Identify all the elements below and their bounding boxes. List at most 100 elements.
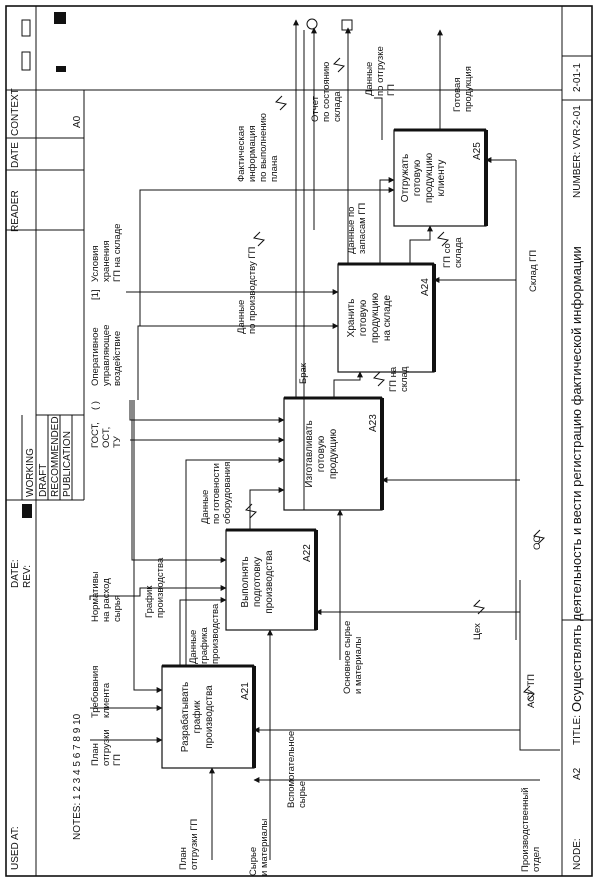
svg-text:ГОСТ,ОСТ,ТУ: ГОСТ,ОСТ,ТУ bbox=[90, 422, 123, 448]
arrow-label-text: Вспомогательное bbox=[286, 731, 297, 808]
activity-box-a22[interactable]: Выполнятьподготовкупроизводства A22 bbox=[225, 528, 318, 631]
arrow-label-text: Требования bbox=[90, 666, 101, 718]
arrow-label-text: Оперативное bbox=[90, 327, 101, 386]
arrow-label-text: План bbox=[178, 847, 189, 870]
notes-label: NOTES: 1 2 3 4 5 6 7 8 9 10 bbox=[72, 713, 83, 840]
arrow-label-text: по отгрузке bbox=[375, 46, 386, 96]
arrow-label-text: клиента bbox=[101, 682, 112, 718]
svg-text:ПланотгрузкиГП: ПланотгрузкиГП bbox=[90, 729, 123, 766]
arrow-label-text: Сырье bbox=[248, 847, 259, 876]
context-node: A0 bbox=[72, 115, 83, 128]
arrow-label-text: сырья bbox=[112, 595, 123, 622]
svg-text:Оперативноеуправляющеевоздейст: Оперативноеуправляющеевоздействие bbox=[90, 325, 123, 386]
squiggle-ready bbox=[244, 503, 258, 519]
arrow-label-text: управляющее bbox=[101, 325, 112, 386]
activity-box-a23[interactable]: Изготавливатьготовуюпродукцию A23 bbox=[283, 396, 384, 511]
arrows bbox=[89, 19, 560, 860]
activity-box-a25[interactable]: Отгружатьготовуюпродукциюклиенту A25 bbox=[393, 128, 488, 227]
activity-box-a21[interactable]: Разрабатыватьграфикпроизводства A21 bbox=[161, 664, 256, 769]
svg-text:Данныепо отгрузкеГП: Данныепо отгрузкеГП bbox=[364, 46, 397, 96]
a23-line-2: готовую bbox=[316, 435, 327, 472]
arrow-label-text: ТУ bbox=[112, 435, 123, 448]
arrow-label-text: склада bbox=[453, 237, 464, 268]
squiggle-gp-from bbox=[436, 231, 450, 247]
squiggle-gp-sklad bbox=[372, 371, 386, 387]
a25-line-2: готовую bbox=[412, 159, 423, 196]
squiggle-fact bbox=[274, 95, 288, 111]
date2-label: DATE bbox=[10, 142, 21, 168]
a23-line-3: продукцию bbox=[328, 428, 339, 479]
node-label: NODE: bbox=[572, 838, 583, 870]
a24-line-3: продукцию bbox=[370, 292, 381, 343]
arrow-label-text: План bbox=[90, 743, 101, 766]
arrow-label-text: производства bbox=[210, 603, 221, 664]
arrow-label-text: [1] bbox=[90, 289, 101, 300]
arrow-label-text: по производству ГП bbox=[247, 247, 258, 334]
svg-text:УсловияхраненияГП на складе: УсловияхраненияГП на складе bbox=[90, 224, 123, 282]
svg-text:Отгружатьготовуюпродукциюклиен: Отгружатьготовуюпродукциюклиенту bbox=[400, 152, 447, 203]
svg-text:Данныепо производству ГП: Данныепо производству ГП bbox=[236, 247, 258, 334]
rev-label: REV: bbox=[22, 565, 33, 588]
squiggle-report bbox=[332, 57, 346, 73]
title-label: TITLE: bbox=[572, 715, 583, 745]
arrow-label-text: ОСТ, bbox=[101, 427, 112, 448]
arrow-label-text: запасам ГП bbox=[357, 203, 368, 254]
arrow-label-text: Отчет bbox=[310, 95, 321, 122]
context-label: CONTEXT bbox=[10, 88, 21, 136]
arrow-label-text: плана bbox=[269, 155, 280, 182]
arrow-labels: ПланотгрузкиГП Требованияклиента Нормати… bbox=[90, 46, 543, 876]
arrow-label-text: информация bbox=[247, 125, 258, 182]
arrow-label-text: ОС bbox=[532, 536, 543, 550]
svg-text:Планотгрузки ГП: Планотгрузки ГП bbox=[178, 819, 200, 870]
a21-id: A21 bbox=[240, 682, 251, 700]
arrow-label-text: отгрузки ГП bbox=[189, 819, 200, 870]
svg-text:Сырьеи материалы: Сырьеи материалы bbox=[248, 819, 270, 876]
frame bbox=[5, 5, 593, 877]
arrow-label-text: производства bbox=[155, 557, 166, 618]
status-recommended: RECOMMENDED bbox=[50, 416, 61, 497]
a23-id: A23 bbox=[368, 414, 379, 432]
activity-box-a24[interactable]: Хранитьготовуюпродукциюна складе A24 bbox=[337, 262, 436, 373]
arrow-label-text: ( ) bbox=[90, 401, 101, 410]
arrow-label-text: Данные bbox=[364, 62, 375, 96]
arrow-label-text: График bbox=[144, 585, 155, 618]
number-label: NUMBER: VVR-2-01 bbox=[572, 105, 583, 198]
title-value: Осуществлять деятельность и вести регист… bbox=[569, 246, 584, 712]
line-fact-info bbox=[374, 97, 383, 140]
line-asu bbox=[519, 580, 560, 751]
a25-line-3: продукцию bbox=[424, 152, 435, 203]
svg-text:Данныеграфикапроизводства: Данныеграфикапроизводства bbox=[188, 603, 221, 664]
svg-text:Разрабатыватьграфикпроизводств: Разрабатыватьграфикпроизводства bbox=[179, 682, 215, 752]
a24-line-2: готовую bbox=[358, 299, 369, 336]
a22-line-1: Выполнять bbox=[240, 556, 251, 607]
arrow-label-text: Основное сырье bbox=[342, 621, 353, 694]
a21-line-2: график bbox=[191, 700, 203, 734]
svg-text:Нормативына расходсырья: Нормативына расходсырья bbox=[90, 571, 123, 622]
a21-line-1: Разрабатывать bbox=[179, 682, 191, 752]
arrow-gp-from bbox=[409, 225, 433, 264]
arrow-label-text: Данные bbox=[236, 300, 247, 334]
arrow-stock-data bbox=[379, 177, 395, 264]
svg-text:Выполнятьподготовкупроизводств: Выполнятьподготовкупроизводства bbox=[240, 550, 275, 614]
arrow-label-text: графика bbox=[199, 626, 210, 664]
arrow-oper-a24 bbox=[137, 323, 339, 400]
arrow-label-text: оборудования bbox=[222, 462, 233, 524]
number-value: 2-01-1 bbox=[572, 63, 583, 92]
svg-text:Хранитьготовуюпродукциюна скла: Хранитьготовуюпродукциюна складе bbox=[346, 292, 393, 343]
context-marks bbox=[21, 12, 66, 518]
arrow-label-text: склада bbox=[332, 91, 343, 122]
a25-line-1: Отгружать bbox=[400, 154, 411, 202]
frame-labels: USED AT: DATE: REV: NOTES: 1 2 3 4 5 6 7… bbox=[10, 63, 584, 870]
svg-text:Данныепо готовностиоборудовани: Данныепо готовностиоборудования bbox=[200, 462, 233, 524]
top-markers bbox=[306, 18, 353, 31]
arrow-label-text: продукция bbox=[463, 66, 474, 112]
arrow-label-text: по состоянию bbox=[321, 62, 332, 122]
svg-text:Изготавливатьготовуюпродукцию: Изготавливатьготовуюпродукцию bbox=[304, 420, 339, 487]
a24-id: A24 bbox=[420, 278, 431, 296]
arrow-schedule-a22 bbox=[179, 597, 227, 666]
arrow-schedule-a23 bbox=[185, 457, 285, 666]
svg-text:Отчетпо состояниюсклада: Отчетпо состояниюсклада bbox=[310, 62, 343, 122]
arrow-label-text: АСУ ТП bbox=[526, 674, 537, 708]
svg-text:Данные позапасам ГП: Данные позапасам ГП bbox=[346, 203, 368, 254]
